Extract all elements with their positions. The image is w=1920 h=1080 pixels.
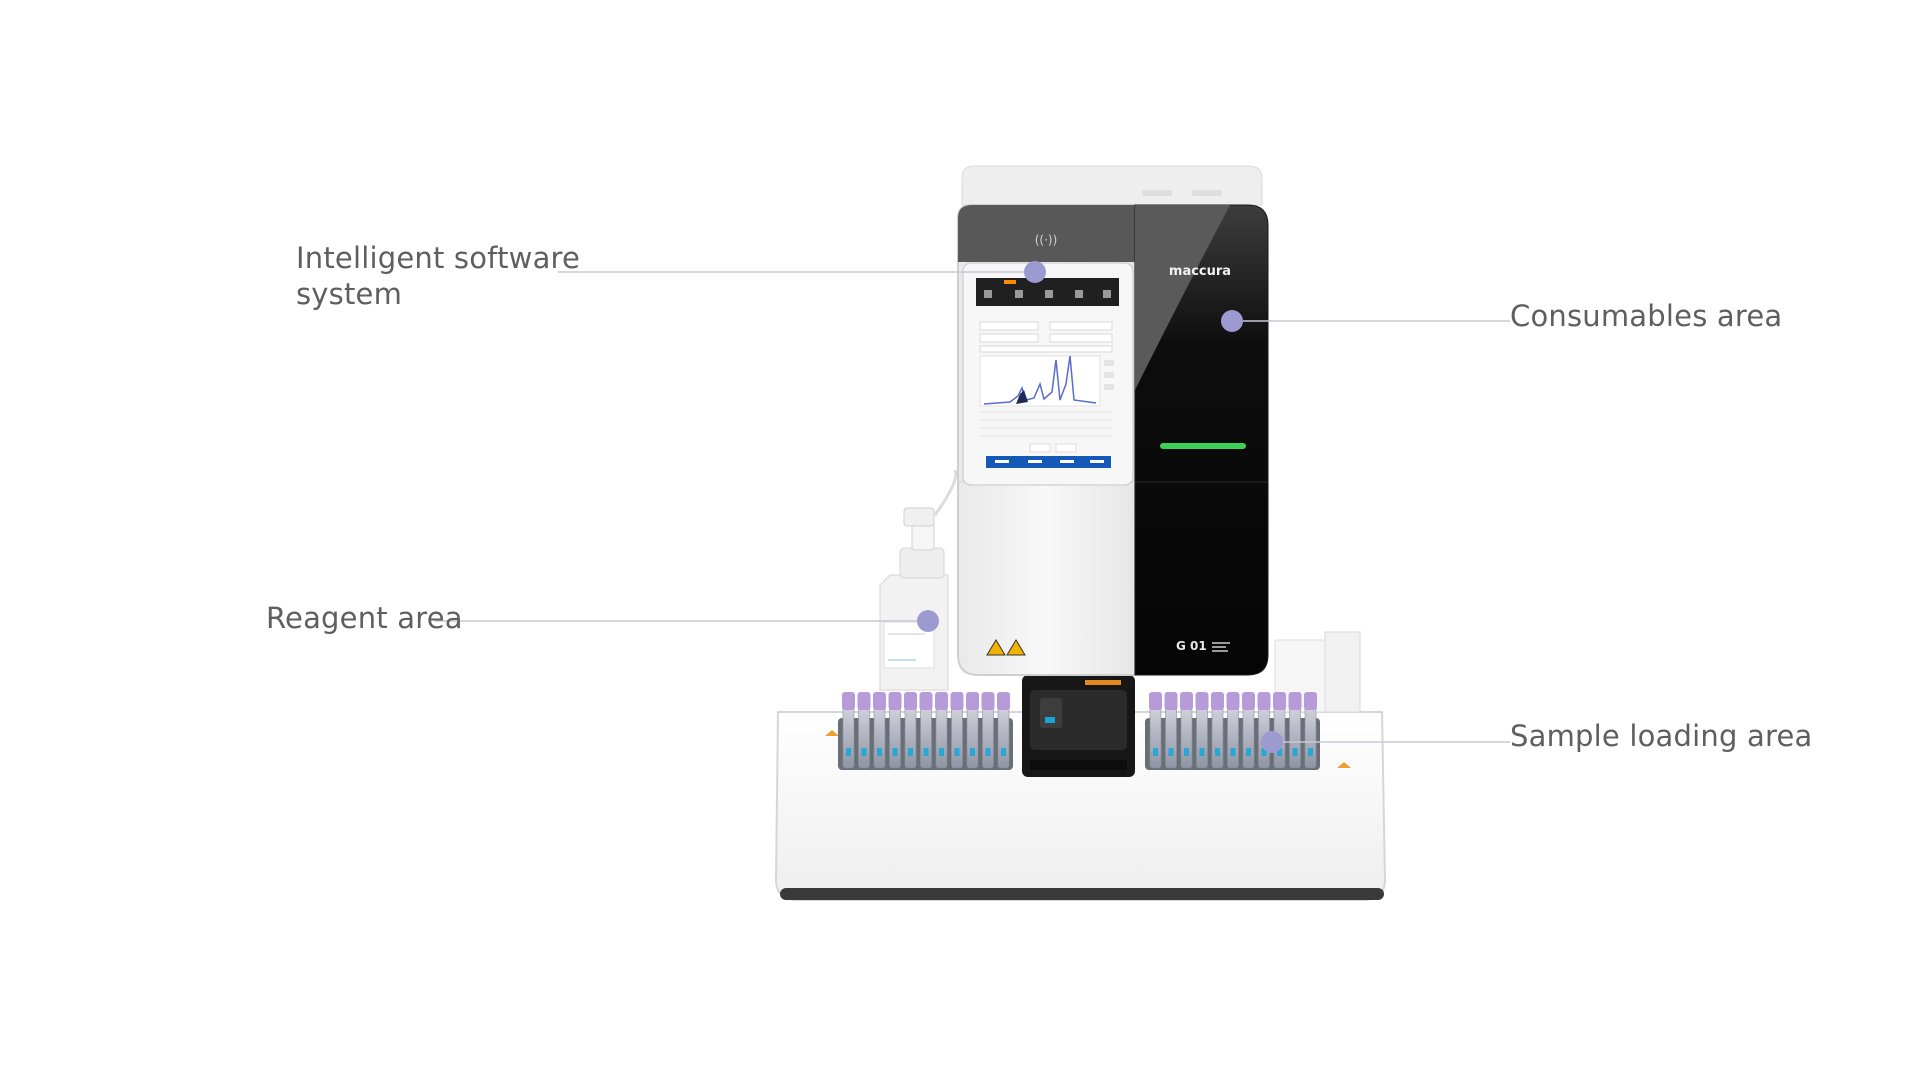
nfc-icon: ((·)) [1035, 233, 1058, 247]
warning-marker-right [1337, 762, 1351, 768]
callout-label-sample: Sample loading area [1510, 719, 1813, 753]
left-tube-label [892, 748, 898, 756]
callout-label-consumables: Consumables area [1510, 299, 1783, 333]
right-sample-tube [1165, 699, 1177, 769]
right-tube-cap [1226, 692, 1240, 710]
left-tube-label [861, 748, 867, 756]
right-tube-cap [1288, 692, 1302, 710]
right-sample-tube [1149, 699, 1162, 769]
right-tube-cap [1257, 692, 1271, 710]
left-tube-label [908, 748, 913, 756]
left-tube-label [846, 748, 851, 756]
left-tube-label [939, 748, 944, 756]
left-sample-tube [873, 699, 886, 769]
left-sample-tube [935, 699, 948, 769]
left-tube-label [970, 748, 975, 756]
right-tube-label [1246, 748, 1251, 756]
left-tube-cap [857, 692, 871, 710]
right-tube-cap [1180, 692, 1193, 710]
left-tube-rack [838, 692, 1013, 770]
callout-leaders [435, 261, 1510, 753]
right-tube-label [1261, 748, 1267, 756]
left-tube-cap [950, 692, 964, 710]
callout-label-reagent: Reagent area [266, 601, 463, 635]
right-tube-cap [1195, 692, 1209, 710]
left-sample-tube [858, 699, 870, 769]
right-tube-label [1277, 748, 1282, 756]
left-tube-label [923, 748, 929, 756]
marker-dot-software [1024, 261, 1046, 283]
right-sample-tube [1242, 699, 1255, 769]
right-tube-cap [1211, 692, 1224, 710]
left-sample-tube [966, 699, 979, 769]
status-light [1160, 443, 1246, 449]
marker-dot-consumables [1221, 310, 1243, 332]
left-sample-tube [889, 699, 901, 769]
left-tube-label [1001, 748, 1006, 756]
right-tube-cap [1273, 692, 1286, 710]
left-tube-label [954, 748, 960, 756]
consumables-tower: maccura G 01 [1134, 204, 1269, 676]
brand-logo: maccura [1169, 264, 1231, 279]
right-tube-cap [1242, 692, 1255, 710]
callout-label-software: Intelligent software system [296, 241, 581, 311]
right-tube-label [1153, 748, 1158, 756]
left-sample-tube [997, 699, 1010, 769]
touch-screen [962, 262, 1134, 486]
right-tube-cap [1149, 692, 1162, 710]
right-tube-label [1308, 748, 1313, 756]
right-tube-cap [1164, 692, 1178, 710]
right-sample-tube [1180, 699, 1193, 769]
right-tube-label [1230, 748, 1236, 756]
left-tube-cap [981, 692, 995, 710]
left-tube-label [877, 748, 882, 756]
right-tube-label [1184, 748, 1189, 756]
right-tube-label [1215, 748, 1220, 756]
left-sample-tube [982, 699, 994, 769]
right-sample-tube [1289, 699, 1301, 769]
sample-loader [1022, 675, 1135, 777]
right-tube-label [1199, 748, 1205, 756]
warning-marker-left [825, 730, 839, 736]
left-tube-cap [842, 692, 855, 710]
reagent-bottles [879, 469, 958, 691]
right-sample-tube [1227, 699, 1239, 769]
marker-dot-sample [1261, 731, 1283, 753]
left-sample-tube [842, 699, 855, 769]
right-tube-cap [1304, 692, 1317, 710]
biohazard-warning-icons [986, 639, 1026, 656]
right-tube-label [1168, 748, 1174, 756]
right-sample-tube [1211, 699, 1224, 769]
left-tube-label [985, 748, 991, 756]
left-tube-cap [997, 692, 1010, 710]
left-sample-tube [920, 699, 932, 769]
right-tube-rack [1145, 692, 1320, 770]
right-sample-tube [1304, 699, 1317, 769]
left-tube-cap [966, 692, 979, 710]
left-tube-cap [888, 692, 902, 710]
marker-dot-reagent [917, 610, 939, 632]
right-sample-tube [1196, 699, 1208, 769]
left-tube-cap [904, 692, 917, 710]
left-sample-tube [904, 699, 917, 769]
model-badge: G 01 [1176, 639, 1207, 653]
left-sample-tube [951, 699, 963, 769]
left-tube-cap [873, 692, 886, 710]
left-tube-cap [919, 692, 933, 710]
right-tube-label [1292, 748, 1298, 756]
left-tube-cap [935, 692, 948, 710]
